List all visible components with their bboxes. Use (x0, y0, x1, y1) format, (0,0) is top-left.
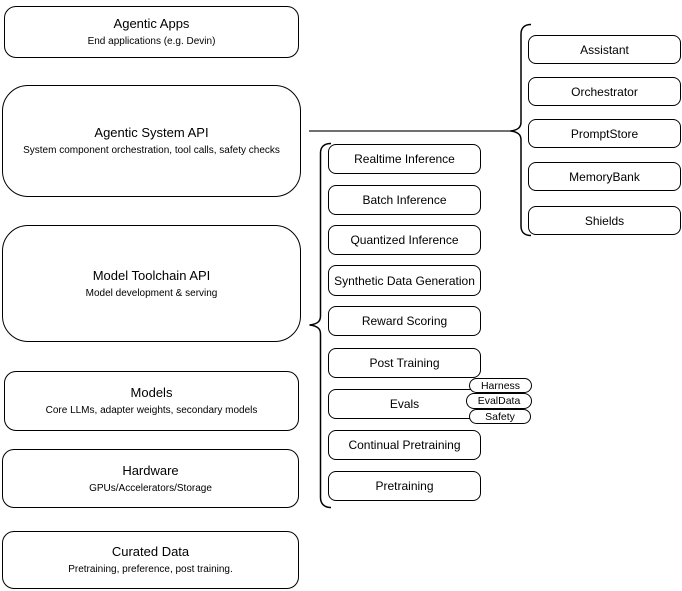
node-subtitle: End applications (e.g. Devin) (87, 36, 216, 47)
node-title: Hardware (122, 462, 179, 478)
node-title: Model Toolchain API (92, 267, 211, 283)
pill-evaldata: EvalData (466, 393, 532, 409)
node-curated-data: Curated Data Pretraining, preference, po… (2, 531, 299, 589)
node-realtime-inference: Realtime Inference (328, 144, 481, 174)
node-promptstore: PromptStore (528, 119, 681, 148)
node-shields: Shields (528, 206, 681, 235)
toolchain-brace (309, 142, 332, 509)
components-brace (510, 23, 532, 237)
node-assistant: Assistant (528, 35, 681, 64)
pill-harness: Harness (469, 378, 532, 393)
node-subtitle: GPUs/Accelerators/Storage (89, 482, 212, 494)
node-subtitle: System component orchestration, tool cal… (23, 145, 280, 156)
node-model-toolchain-api: Model Toolchain API Model development & … (2, 225, 301, 342)
node-title: Agentic Apps (113, 16, 190, 31)
node-quantized-inference: Quantized Inference (328, 225, 481, 255)
node-hardware: Hardware GPUs/Accelerators/Storage (2, 449, 299, 508)
node-orchestrator: Orchestrator (528, 77, 681, 106)
node-batch-inference: Batch Inference (328, 185, 481, 215)
node-memorybank: MemoryBank (528, 162, 681, 191)
node-subtitle: Pretraining, preference, post training. (68, 564, 233, 575)
node-evals: Evals (328, 389, 481, 419)
node-continual-pretraining: Continual Pretraining (328, 430, 481, 460)
node-title: Agentic System API (94, 125, 209, 140)
node-agentic-system-api: Agentic System API System component orch… (2, 85, 301, 197)
node-subtitle: Core LLMs, adapter weights, secondary mo… (45, 405, 258, 416)
node-title: Curated Data (111, 544, 190, 559)
node-synthetic-data-generation: Synthetic Data Generation (328, 265, 481, 296)
node-models: Models Core LLMs, adapter weights, secon… (4, 371, 299, 431)
node-post-training: Post Training (328, 348, 481, 378)
node-agentic-apps: Agentic Apps End applications (e.g. Devi… (4, 6, 299, 58)
node-pretraining: Pretraining (328, 471, 481, 501)
node-title: Models (130, 385, 173, 400)
pill-safety: Safety (469, 409, 531, 424)
node-subtitle: Model development & serving (85, 287, 218, 299)
node-reward-scoring: Reward Scoring (328, 306, 481, 336)
